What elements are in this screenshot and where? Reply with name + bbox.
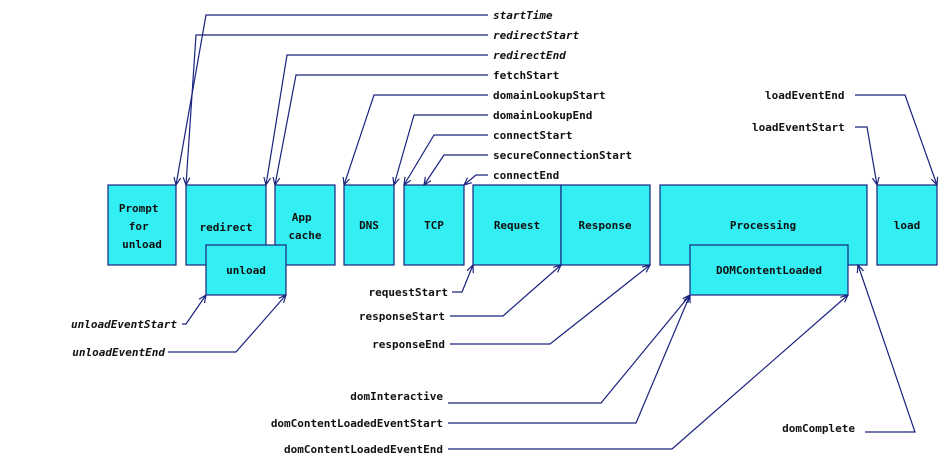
- domain-lookup-end-label: domainLookupEnd: [493, 109, 592, 122]
- unload-event-start-label: unloadEventStart: [71, 318, 177, 331]
- secure-connection-start-label: secureConnectionStart: [493, 149, 632, 162]
- dom-interactive-label: domInteractive: [350, 390, 443, 403]
- load-box: [876, 184, 938, 266]
- start-time-connector: [176, 14, 488, 185]
- secure-connection-start-connector: [424, 154, 488, 185]
- fetch-start-label: fetchStart: [493, 69, 559, 82]
- dns-box: [343, 184, 395, 266]
- response-box: [560, 184, 651, 266]
- load-label: load: [894, 219, 921, 232]
- dom-interactive-connector: [448, 295, 690, 404]
- redirect-end-label: redirectEnd: [493, 49, 566, 62]
- tcp-box: [403, 184, 465, 266]
- fetch-start-connector: [275, 74, 488, 185]
- connect-start-connector: [404, 134, 488, 185]
- redirect-start-connector: [186, 34, 488, 185]
- connect-end-label: connectEnd: [493, 169, 559, 182]
- unload-box: [205, 244, 287, 296]
- dom-content-loaded-event-start-label: domContentLoadedEventStart: [271, 417, 443, 430]
- dom-content-loaded-label: DOMContentLoaded: [716, 264, 822, 277]
- dom-content-loaded-event-end-label: domContentLoadedEventEnd: [284, 443, 443, 456]
- redirect-label: redirect: [200, 221, 253, 234]
- dns-label: DNS: [359, 219, 379, 232]
- start-time-label: startTime: [493, 9, 553, 22]
- unload-label: unload: [226, 264, 266, 277]
- prompt-for-unload-box: [107, 184, 177, 266]
- dom-content-loaded-event-end-connector: [448, 295, 848, 450]
- dom-content-loaded-box: [689, 244, 849, 296]
- redirect-start-label: redirectStart: [493, 29, 579, 42]
- request-label: Request: [494, 219, 540, 232]
- response-start-label: responseStart: [359, 310, 445, 323]
- load-event-start-label: loadEventStart: [752, 121, 845, 134]
- connect-end-connector: [464, 174, 488, 185]
- domain-lookup-end-connector: [394, 114, 488, 185]
- dom-complete-label: domComplete: [782, 422, 855, 435]
- response-label: Response: [579, 219, 632, 232]
- connect-start-label: connectStart: [493, 129, 572, 142]
- response-end-label: responseEnd: [372, 338, 445, 351]
- unload-event-start-connector: [182, 295, 206, 325]
- response-end-connector: [450, 265, 650, 345]
- load-event-start-connector: [855, 126, 877, 185]
- processing-label: Processing: [730, 219, 796, 232]
- request-start-connector: [452, 265, 473, 293]
- domain-lookup-start-connector: [344, 94, 488, 185]
- domain-lookup-start-label: domainLookupStart: [493, 89, 606, 102]
- app-cache-label: App cache: [288, 211, 321, 242]
- load-event-end-label: loadEventEnd: [765, 89, 844, 102]
- dom-content-loaded-event-start-connector: [448, 295, 690, 424]
- unload-event-end-label: unloadEventEnd: [72, 346, 165, 359]
- load-event-end-connector: [855, 94, 937, 185]
- request-start-label: requestStart: [369, 286, 448, 299]
- response-start-connector: [450, 265, 561, 317]
- prompt-for-unload-label: Prompt for unload: [119, 202, 165, 251]
- dom-complete-connector: [858, 265, 916, 433]
- unload-event-end-connector: [168, 295, 286, 353]
- tcp-label: TCP: [424, 219, 444, 232]
- redirect-end-connector: [266, 54, 488, 185]
